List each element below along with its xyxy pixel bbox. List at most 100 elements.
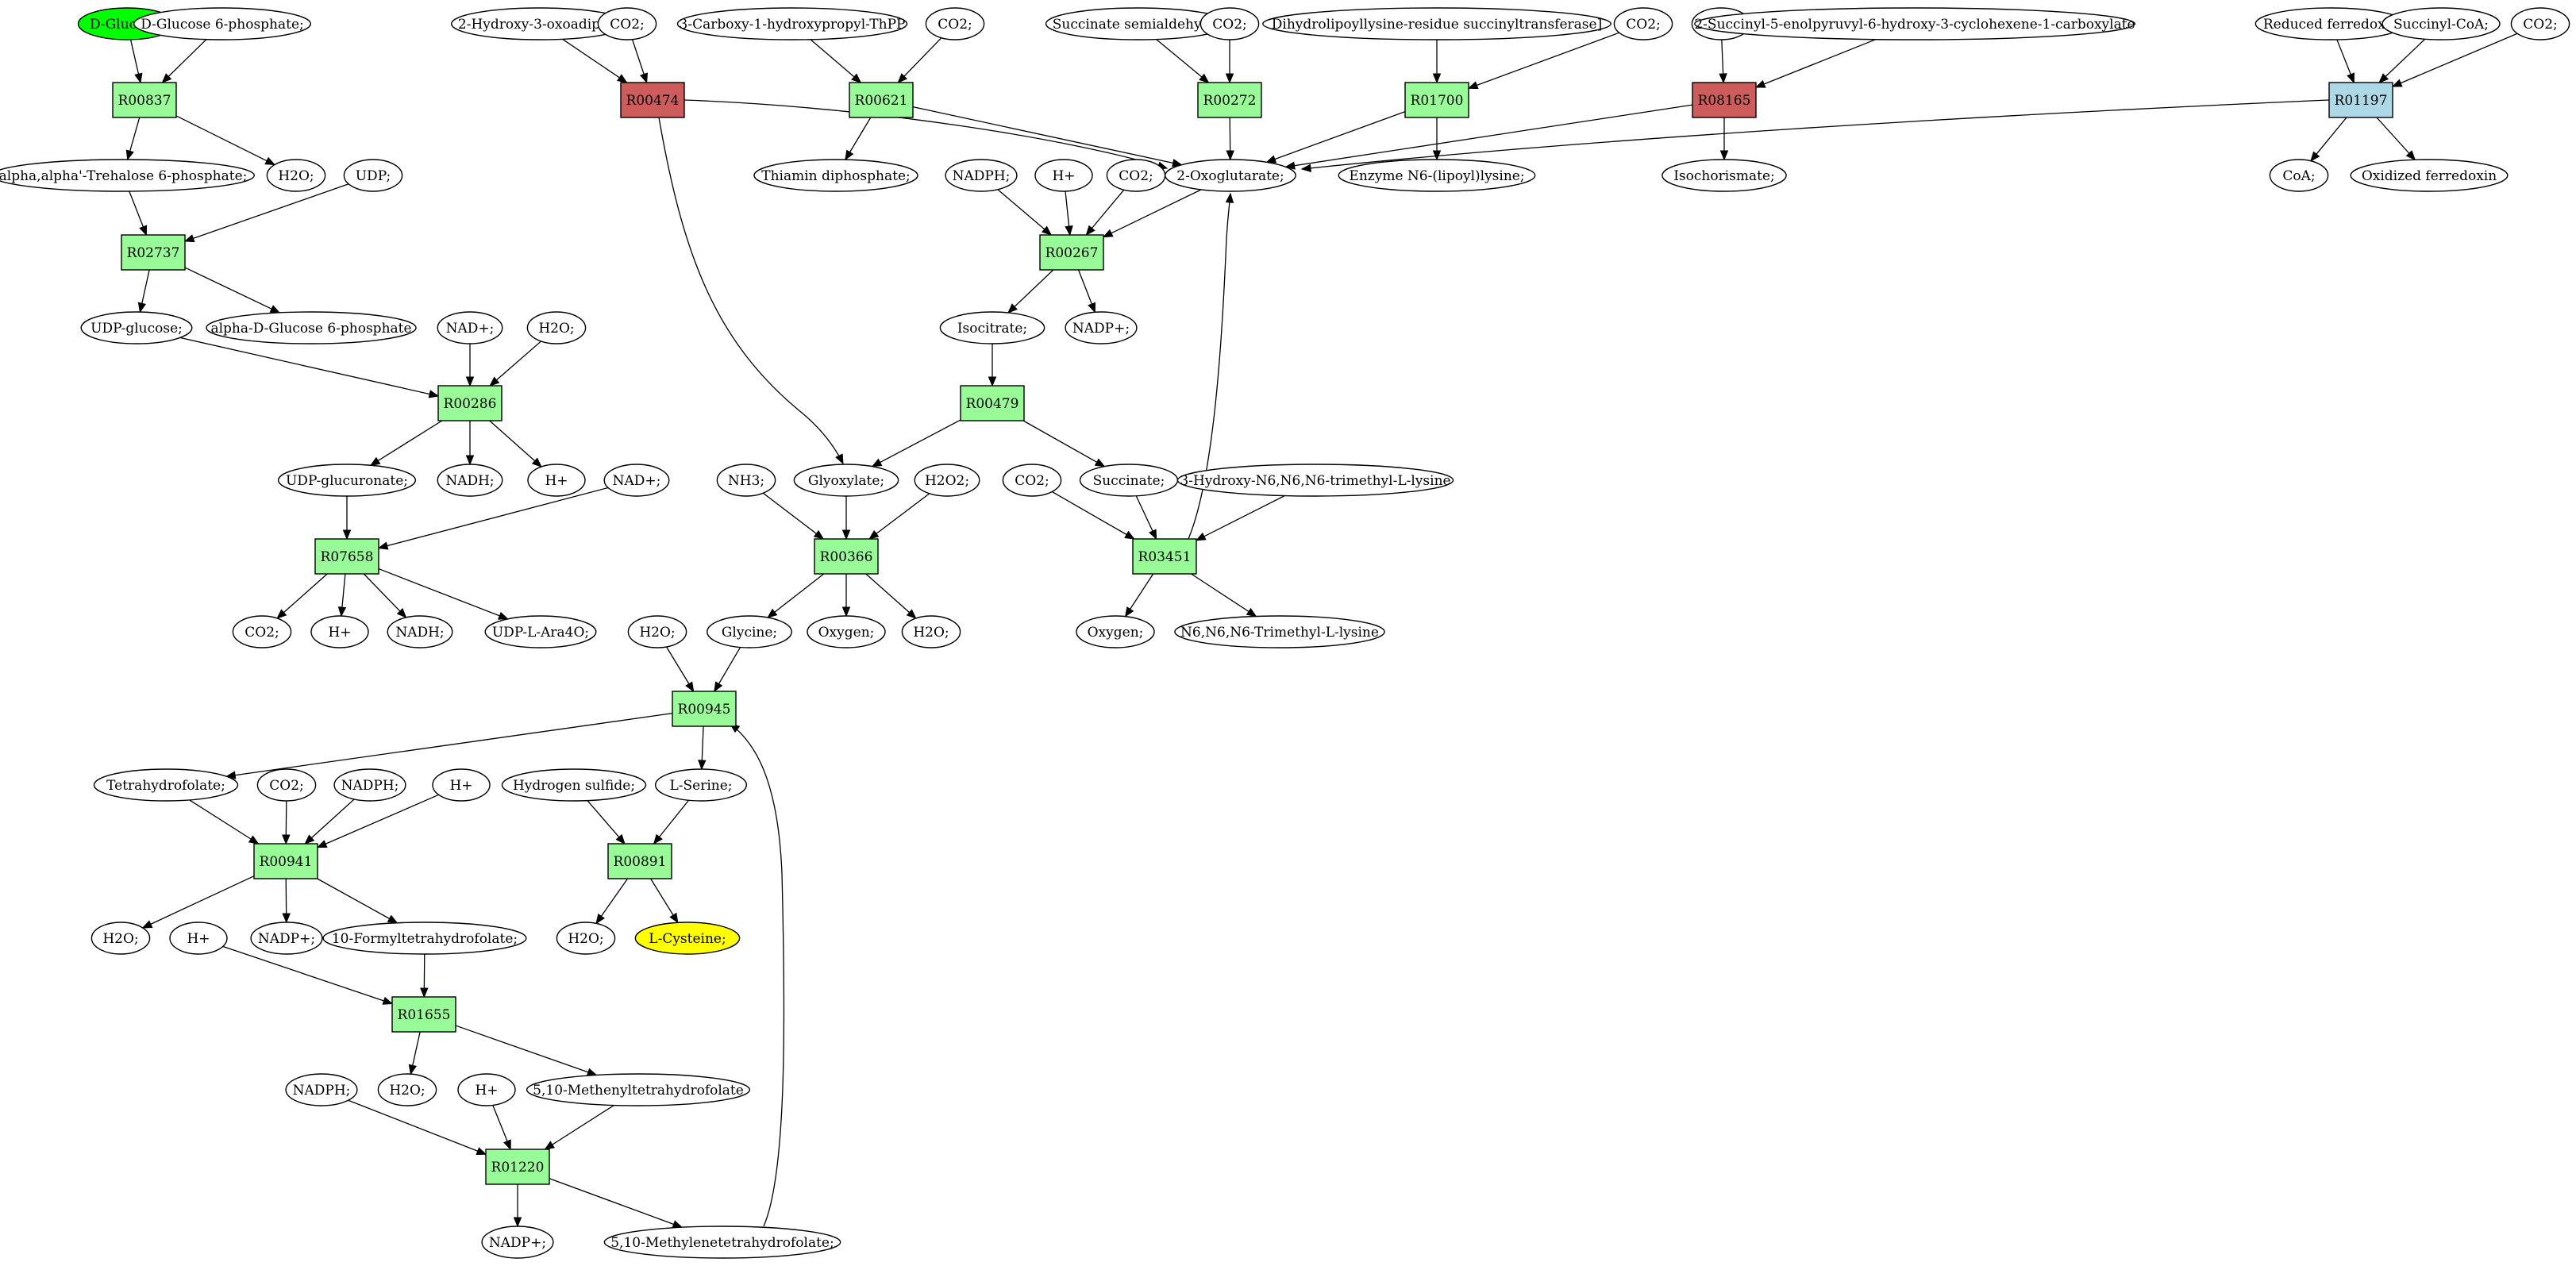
reaction-node-r00267[interactable]: R00267 (1039, 234, 1104, 271)
metabolite-node-nh3[interactable]: NH3; (716, 464, 776, 497)
metabolite-node-isocitrate[interactable]: Isocitrate; (939, 311, 1045, 344)
metabolite-node-h2o[interactable]: H2O; (627, 615, 687, 648)
metabolite-node-2-succinyl-5-enolpyruvyl-6-hydroxy-3-cyclohexene-1-carboxylate[interactable]: 2-Succinyl-5-enolpyruvyl-6-hydroxy-3-cyc… (1693, 7, 2135, 40)
metabolite-node-nadph[interactable]: NADPH; (945, 159, 1018, 192)
metabolite-node-co2[interactable]: CO2; (256, 768, 317, 802)
metabolite-node-co2[interactable]: CO2; (925, 7, 985, 40)
metabolite-node-isochorismate[interactable]: Isochorismate; (1662, 159, 1787, 192)
metabolite-node-reduced-ferredoxin[interactable]: Reduced ferredoxin (2254, 7, 2407, 40)
metabolite-node-2-oxoglutarate[interactable]: 2-Oxoglutarate; (1165, 159, 1296, 192)
reaction-node-r02737[interactable]: R02737 (121, 234, 186, 271)
metabolite-node-n6-n6-n6-trimethyl-l-lysine[interactable]: N6,N6,N6-Trimethyl-L-lysine (1174, 615, 1385, 648)
metabolite-node-oxygen[interactable]: Oxygen; (807, 615, 886, 648)
reaction-node-r00272[interactable]: R00272 (1197, 82, 1262, 118)
metabolite-node-nadp[interactable]: NADP+; (1065, 311, 1138, 344)
metabolite-node-co2[interactable]: CO2; (597, 7, 657, 40)
reaction-node-r08165[interactable]: R08165 (1692, 82, 1757, 118)
reaction-node-r03451[interactable]: R03451 (1132, 538, 1197, 575)
metabolite-node-5-10-methenyltetrahydrofolate[interactable]: 5,10-Methenyltetrahydrofolate (526, 1073, 751, 1106)
metabolite-node-co2[interactable]: CO2; (1613, 7, 1673, 40)
metabolite-node-co2[interactable]: CO2; (232, 615, 292, 648)
metabolite-node-nadp[interactable]: NADP+; (481, 1226, 554, 1259)
reaction-node-r00479[interactable]: R00479 (960, 385, 1025, 421)
metabolite-node-d-glucose-6-phosphate[interactable]: D-Glucose 6-phosphate; (133, 7, 312, 40)
metabolite-node-h2o[interactable]: H2O; (901, 615, 961, 648)
metabolite-node-alpha-alpha-trehalose-6-phosphate[interactable]: alpha,alpha'-Trehalose 6-phosphate; (0, 159, 255, 192)
metabolite-node-co2[interactable]: CO2; (1002, 464, 1062, 497)
metabolite-node-succinyl-coa[interactable]: Succinyl-CoA; (2382, 7, 2501, 40)
metabolite-node-nad[interactable]: NAD+; (603, 464, 670, 497)
node-label: H+ (545, 473, 568, 489)
metabolite-node-nadp[interactable]: NADP+; (250, 922, 323, 955)
metabolite-node-dihydrolipoyllysine-residue-succinyltransferase[interactable]: Dihydrolipoyllysine-residue succinyltran… (1262, 7, 1611, 40)
metabolite-node-nad[interactable]: NAD+; (437, 311, 503, 344)
metabolite-node-udp-glucuronate[interactable]: UDP-glucuronate; (277, 464, 417, 497)
metabolite-node-nadh[interactable]: NADH; (387, 615, 453, 648)
metabolite-node-h2o[interactable]: H2O; (377, 1073, 437, 1106)
metabolite-node-l-cysteine[interactable]: L-Cysteine; (634, 922, 741, 955)
edge-r7-to-m26 (2310, 117, 2347, 162)
metabolite-node-h[interactable]: H+ (457, 1073, 516, 1106)
metabolite-node-succinate[interactable]: Succinate; (1079, 464, 1179, 497)
metabolite-node-h[interactable]: H+ (169, 922, 228, 955)
reaction-node-r00474[interactable]: R00474 (620, 82, 685, 118)
reaction-node-r01220[interactable]: R01220 (485, 1149, 550, 1185)
metabolite-node-co2[interactable]: CO2; (1106, 159, 1166, 192)
edge-r16-to-m60 (141, 875, 255, 929)
metabolite-node-glyoxylate[interactable]: Glyoxylate; (793, 464, 899, 497)
metabolite-node-coa[interactable]: CoA; (2269, 159, 2329, 192)
reaction-node-r00945[interactable]: R00945 (672, 691, 737, 727)
metabolite-node-h[interactable]: H+ (310, 615, 369, 648)
metabolite-node-h2o[interactable]: H2O; (526, 311, 587, 344)
edge-m58-to-r17 (587, 800, 626, 845)
metabolite-node-tetrahydrofolate[interactable]: Tetrahydrofolate; (93, 768, 239, 802)
reaction-node-r00621[interactable]: R00621 (849, 82, 914, 118)
metabolite-node-3-carboxy-1-hydroxypropyl-thpp[interactable]: 3-Carboxy-1-hydroxypropyl-ThPP (676, 7, 908, 40)
metabolite-node-udp[interactable]: UDP; (343, 159, 403, 192)
metabolite-node-h2o[interactable]: H2O; (556, 922, 616, 955)
metabolite-node-5-10-methylenetetrahydrofolate[interactable]: 5,10-Methylenetetrahydrofolate; (603, 1226, 841, 1259)
reaction-node-r01700[interactable]: R01700 (1404, 82, 1469, 118)
metabolite-node-nadh[interactable]: NADH; (437, 464, 503, 497)
reaction-node-r00366[interactable]: R00366 (814, 538, 879, 575)
metabolite-node-co2[interactable]: CO2; (1199, 7, 1260, 40)
edge-arrowhead (428, 390, 440, 398)
metabolite-node-nadph[interactable]: NADPH; (333, 768, 406, 802)
edge-r14-to-m52 (1124, 573, 1154, 618)
metabolite-node-h2o[interactable]: H2O; (90, 922, 151, 955)
node-label: Tetrahydrofolate; (106, 778, 225, 794)
reaction-node-r01655[interactable]: R01655 (391, 996, 456, 1033)
metabolite-node-l-serine[interactable]: L-Serine; (654, 768, 748, 802)
metabolite-node-glycine[interactable]: Glycine; (707, 615, 792, 648)
metabolite-node-h2o[interactable]: H2O; (266, 159, 326, 192)
metabolite-node-h[interactable]: H+ (432, 768, 491, 802)
metabolite-node-h2o2[interactable]: H2O2; (914, 464, 980, 497)
edge-arrowhead (137, 302, 147, 314)
reaction-node-r01197[interactable]: R01197 (2328, 82, 2393, 118)
reaction-node-r00891[interactable]: R00891 (607, 843, 672, 879)
metabolite-node-alpha-d-glucose-6-phosphate[interactable]: alpha-D-Glucose 6-phosphate (206, 311, 417, 344)
edge-line (276, 573, 328, 619)
reaction-node-r07658[interactable]: R07658 (314, 538, 379, 575)
metabolite-node-udp-glucose[interactable]: UDP-glucose; (80, 311, 193, 344)
metabolite-node-succinate-semialdehyde[interactable]: Succinate semialdehyde; (1045, 7, 1230, 40)
reaction-node-r00286[interactable]: R00286 (437, 385, 502, 421)
metabolite-node-oxidized-ferredoxin[interactable]: Oxidized ferredoxin (2350, 159, 2509, 192)
metabolite-node-hydrogen-sulfide[interactable]: Hydrogen sulfide; (501, 768, 647, 802)
reaction-node-r00837[interactable]: R00837 (112, 82, 177, 118)
metabolite-node-2-hydroxy-3-oxoadipate[interactable]: 2-Hydroxy-3-oxoadipate (451, 7, 630, 40)
reaction-node-r00941[interactable]: R00941 (253, 843, 318, 879)
metabolite-node-h[interactable]: H+ (1034, 159, 1093, 192)
node-label: Isocitrate; (957, 321, 1027, 337)
metabolite-node-3-hydroxy-n6-n6-n6-trimethyl-l-lysine[interactable]: 3-Hydroxy-N6,N6,N6-trimethyl-L-lysine (1176, 464, 1454, 497)
node-label: CO2; (1015, 473, 1049, 489)
metabolite-node-nadph[interactable]: NADPH; (285, 1073, 358, 1106)
metabolite-node-udp-l-ara4o[interactable]: UDP-L-Ara4O; (484, 615, 597, 648)
metabolite-node-co2[interactable]: CO2; (2510, 7, 2570, 40)
edge-r17-to-m65 (650, 878, 679, 924)
metabolite-node-thiamin-diphosphate[interactable]: Thiamin diphosphate; (753, 159, 918, 192)
metabolite-node-oxygen[interactable]: Oxygen; (1076, 615, 1155, 648)
metabolite-node-h[interactable]: H+ (527, 464, 586, 497)
metabolite-node-enzyme-n6-lipoyl-lysine[interactable]: Enzyme N6-(lipoyl)lysine; (1338, 159, 1536, 192)
metabolite-node-10-formyltetrahydrofolate[interactable]: 10-Formyltetrahydrofolate; (322, 922, 527, 955)
